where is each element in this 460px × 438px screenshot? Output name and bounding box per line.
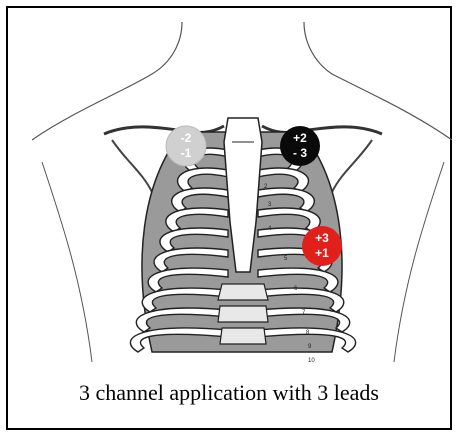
electrode-left-leg: +3 +1 xyxy=(302,226,342,266)
electrode-left-arm: +2 - 3 xyxy=(280,126,320,166)
body-outline xyxy=(32,22,182,140)
chest-diagram: 2 3 4 5 6 7 8 9 10 -2 -1 +2 - 3 +3 +1 xyxy=(32,22,452,378)
spine xyxy=(218,284,268,344)
rib-number: 10 xyxy=(308,358,315,364)
electrode-bottom-label: +1 xyxy=(315,246,329,260)
figure-frame: 2 3 4 5 6 7 8 9 10 -2 -1 +2 - 3 +3 +1 3 … xyxy=(6,6,452,430)
figure-caption: 3 channel application with 3 leads xyxy=(8,380,450,406)
electrode-right-arm: -2 -1 xyxy=(166,126,206,166)
body-outline xyxy=(304,22,452,140)
electrode-top-label: +3 xyxy=(315,231,329,245)
electrode-bottom-label: - 3 xyxy=(293,146,307,160)
electrode-top-label: -2 xyxy=(181,131,192,145)
electrode-bottom-label: -1 xyxy=(181,146,192,160)
electrode-top-label: +2 xyxy=(293,131,307,145)
